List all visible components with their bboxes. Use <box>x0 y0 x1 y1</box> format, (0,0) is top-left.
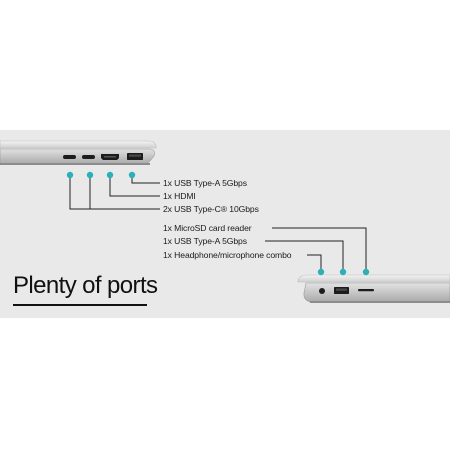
right-callout-lines <box>265 227 367 270</box>
page-title: Plenty of ports <box>13 272 158 299</box>
connector-dot-icon <box>128 171 136 179</box>
usb-c-port-icon <box>82 155 95 159</box>
left-callout-lines <box>69 175 160 210</box>
port-label-microsd: 1x MicroSD card reader <box>163 223 252 233</box>
port-label-usb-c: 2x USB Type-C® 10Gbps <box>163 204 259 214</box>
connector-dot-icon <box>317 268 325 276</box>
right-laptop <box>297 274 450 303</box>
microsd-slot-icon <box>358 289 374 292</box>
left-laptop <box>0 140 157 165</box>
title-underline <box>13 304 147 306</box>
port-label-usb-a-right: 1x USB Type-A 5Gbps <box>163 236 247 246</box>
connector-dot-icon <box>66 171 74 179</box>
connector-dot-icon <box>106 171 114 179</box>
port-label-headphone: 1x Headphone/microphone combo <box>163 250 292 260</box>
laptop-port-illustration <box>0 140 450 303</box>
headphone-jack-icon <box>319 288 325 294</box>
connector-dot-icon <box>86 171 94 179</box>
ports-banner: 1x USB Type-A 5Gbps 1x HDMI 2x USB Type-… <box>0 130 450 318</box>
connector-dot-icon <box>339 268 347 276</box>
port-label-hdmi: 1x HDMI <box>163 191 196 201</box>
left-connector-dots <box>66 171 136 179</box>
right-connector-dots <box>317 268 370 276</box>
connector-dot-icon <box>362 268 370 276</box>
port-label-usb-a: 1x USB Type-A 5Gbps <box>163 178 247 188</box>
usb-c-port-icon <box>63 155 76 159</box>
